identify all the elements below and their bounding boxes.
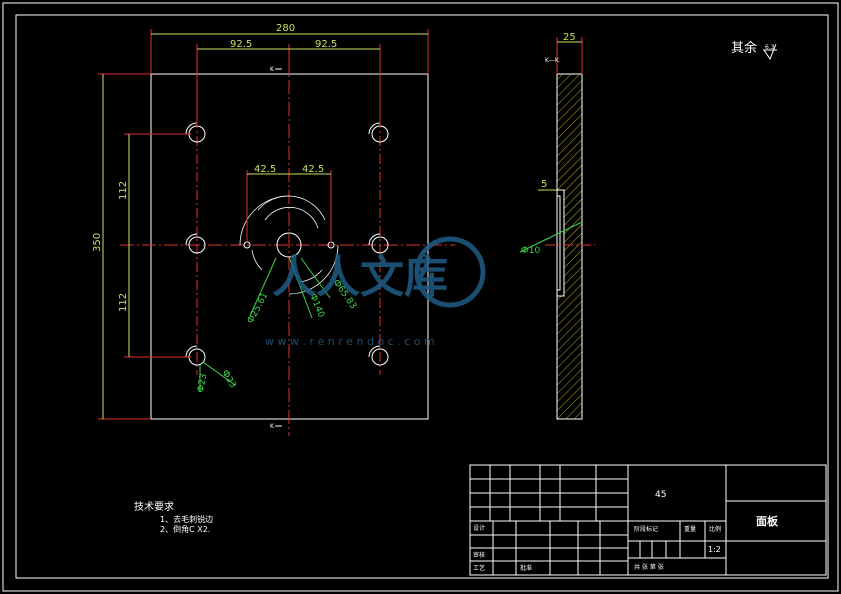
dim-25-text: 25 bbox=[563, 32, 576, 43]
tech-req-item-2: 2、倒角C X2. bbox=[160, 524, 210, 534]
dim-side-thickness: 25 bbox=[556, 32, 583, 74]
dim-112-lower-text: 112 bbox=[118, 293, 129, 312]
process-label: 工艺 bbox=[473, 564, 485, 572]
technical-requirements: 技术要求 1、去毛刺锐边 2、倒角C X2. bbox=[134, 500, 213, 534]
dim-overall-width: 280 bbox=[150, 23, 429, 74]
dim-92-5-right-text: 92.5 bbox=[315, 39, 337, 50]
watermark-url: w w w . r e n r e n d o c . c o m bbox=[265, 335, 435, 348]
section-mark-bottom: K bbox=[270, 423, 275, 430]
dim-280-text: 280 bbox=[276, 23, 295, 34]
mounting-hole-mid-left bbox=[185, 233, 206, 254]
side-section-view bbox=[545, 73, 595, 420]
watermark: 人人文库 w w w . r e n r e n d o c . c o m bbox=[265, 236, 486, 348]
mounting-hole-top-left bbox=[185, 122, 206, 143]
scale-value: 1:2 bbox=[708, 545, 721, 554]
designer-label: 设计 bbox=[473, 524, 485, 532]
surface-note-text: 其余 bbox=[731, 40, 757, 56]
section-label-side: K—K bbox=[545, 57, 560, 64]
surface-roughness-note: 其余 6.3 bbox=[731, 40, 777, 61]
dim-42-5-right-text: 42.5 bbox=[302, 164, 324, 175]
dim-phi-23-b: Ф23 bbox=[219, 369, 237, 391]
watermark-logo-text: 人人文库 bbox=[272, 252, 448, 303]
mounting-hole-bottom-left bbox=[185, 345, 206, 366]
dim-side-step: 5 bbox=[538, 179, 557, 191]
dim-phi-10-text: Ф10 bbox=[521, 246, 540, 256]
mounting-hole-bottom-right bbox=[368, 345, 389, 366]
dim-112-upper-text: 112 bbox=[118, 181, 129, 200]
dim-phi-23-a: Ф23 bbox=[196, 373, 209, 394]
approve-label: 批准 bbox=[520, 564, 532, 572]
sheet-info: 共 张 第 张 bbox=[634, 563, 664, 571]
dim-inner-widths: 42.5 42.5 bbox=[246, 164, 332, 243]
part-name-text: 面板 bbox=[756, 514, 779, 528]
tech-req-item-1: 1、去毛刺锐边 bbox=[160, 514, 213, 524]
dim-350-text: 350 bbox=[92, 233, 103, 252]
dim-vertical-112: 112 112 bbox=[118, 133, 191, 358]
weight-label: 重量 bbox=[684, 525, 696, 533]
surface-note-value: 6.3 bbox=[765, 44, 775, 51]
stage-label: 阶段标记 bbox=[634, 525, 658, 533]
dim-5-text: 5 bbox=[541, 179, 547, 190]
mounting-hole-mid-right bbox=[368, 233, 389, 254]
dim-phi-25-61: Ф25.61 bbox=[246, 291, 271, 325]
checker-label: 审核 bbox=[473, 551, 485, 559]
title-block bbox=[469, 464, 827, 576]
dim-92-5-left-text: 92.5 bbox=[230, 39, 252, 50]
inner-border bbox=[15, 14, 829, 579]
dim-side-hole: Ф10 bbox=[519, 221, 583, 256]
section-mark-top: K bbox=[270, 66, 275, 73]
material-text: 45 bbox=[655, 490, 666, 500]
central-hole bbox=[239, 195, 339, 295]
dim-42-5-left-text: 42.5 bbox=[254, 164, 276, 175]
dim-overall-height: 350 bbox=[92, 73, 151, 420]
dim-half-widths: 92.5 92.5 bbox=[196, 39, 381, 128]
mounting-hole-top-right bbox=[368, 122, 389, 143]
diameter-leaders bbox=[199, 256, 331, 392]
tech-req-title: 技术要求 bbox=[134, 500, 174, 513]
scale-label: 比例 bbox=[709, 525, 721, 533]
